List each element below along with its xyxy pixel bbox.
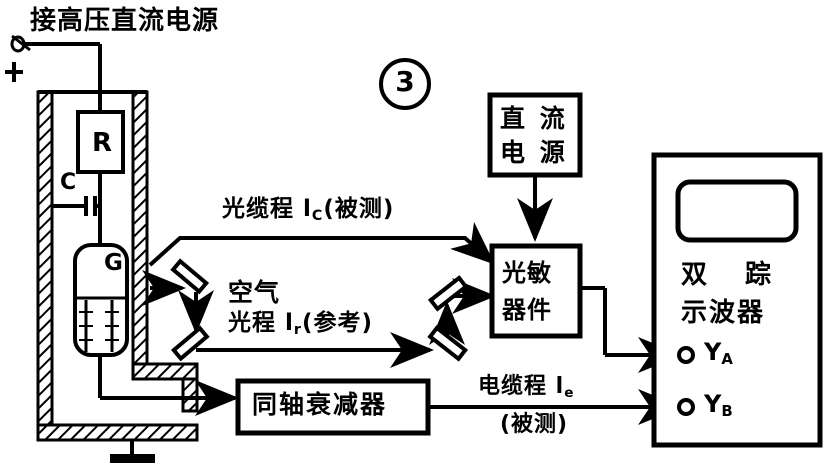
- terminal-YB-text: Y: [704, 390, 722, 418]
- air-path-note: (参考): [301, 310, 373, 336]
- terminal-YA-label: YA: [704, 340, 733, 367]
- spark-gap-G: [73, 243, 129, 357]
- terminal-YB-jack: [677, 398, 695, 416]
- shield-enclosure: [36, 90, 199, 442]
- photodetector-label-line1: 光敏: [502, 259, 552, 287]
- mirror-upper-left: [170, 258, 210, 295]
- mirror-upper-right: [427, 275, 469, 312]
- dc-supply-label-line1: 直 流: [500, 104, 568, 133]
- oscilloscope: [651, 152, 823, 448]
- figure-number: 3: [379, 58, 431, 110]
- air-path-subscript: r: [293, 321, 302, 338]
- dc-supply-label-line2: 电 源: [500, 138, 568, 167]
- terminal-YB-subscript: B: [721, 402, 733, 421]
- attenuator-label: 同轴衰减器: [252, 390, 388, 419]
- mirror-lower-left: [170, 325, 210, 362]
- capacitor-C-label: C: [60, 170, 77, 195]
- attenuator-box: [235, 378, 431, 436]
- dc-supply-box: [487, 92, 583, 178]
- cable-path-label: 电缆程 le: [478, 376, 574, 400]
- resistor-R-label: R: [92, 128, 113, 158]
- fiber-path-text: 光缆程 l: [222, 196, 312, 222]
- air-path-text: 光程 l: [228, 310, 294, 336]
- photodetector-box: [489, 243, 583, 339]
- oscilloscope-screen: [675, 179, 799, 243]
- air-label: 空气: [228, 278, 281, 307]
- fiber-path-subscript: C: [311, 207, 324, 224]
- photodetector-label-line2: 器件: [502, 296, 552, 324]
- terminal-YA-subscript: A: [721, 350, 733, 369]
- air-path-label: 光程 lr(参考): [228, 310, 373, 338]
- ground-symbol: [110, 440, 155, 463]
- oscilloscope-title-line1: 双 踪: [681, 260, 778, 290]
- hv-terminal-group: [5, 34, 102, 95]
- fiber-optic-path: [148, 221, 495, 267]
- cable-path-text: 电缆程 l: [478, 374, 565, 399]
- fiber-path-label: 光缆程 lC(被测): [222, 196, 395, 224]
- terminal-YA-jack: [677, 346, 695, 364]
- fiber-path-note: (被测): [323, 196, 395, 222]
- figure-number-text: 3: [379, 58, 431, 110]
- spark-gap-G-label: G: [104, 250, 123, 276]
- terminal-YA-text: Y: [704, 338, 722, 366]
- resistor-R-box: [76, 110, 125, 174]
- mirror-group: [170, 258, 469, 362]
- terminal-YB-label: YB: [704, 392, 733, 419]
- cable-path-note: (被测): [500, 412, 569, 437]
- hv-supply-label: 接高压直流电源: [30, 6, 220, 36]
- mirror-lower-right: [427, 325, 469, 362]
- cable-path-subscript: e: [564, 384, 575, 401]
- oscilloscope-title-line2: 示波器: [681, 298, 766, 328]
